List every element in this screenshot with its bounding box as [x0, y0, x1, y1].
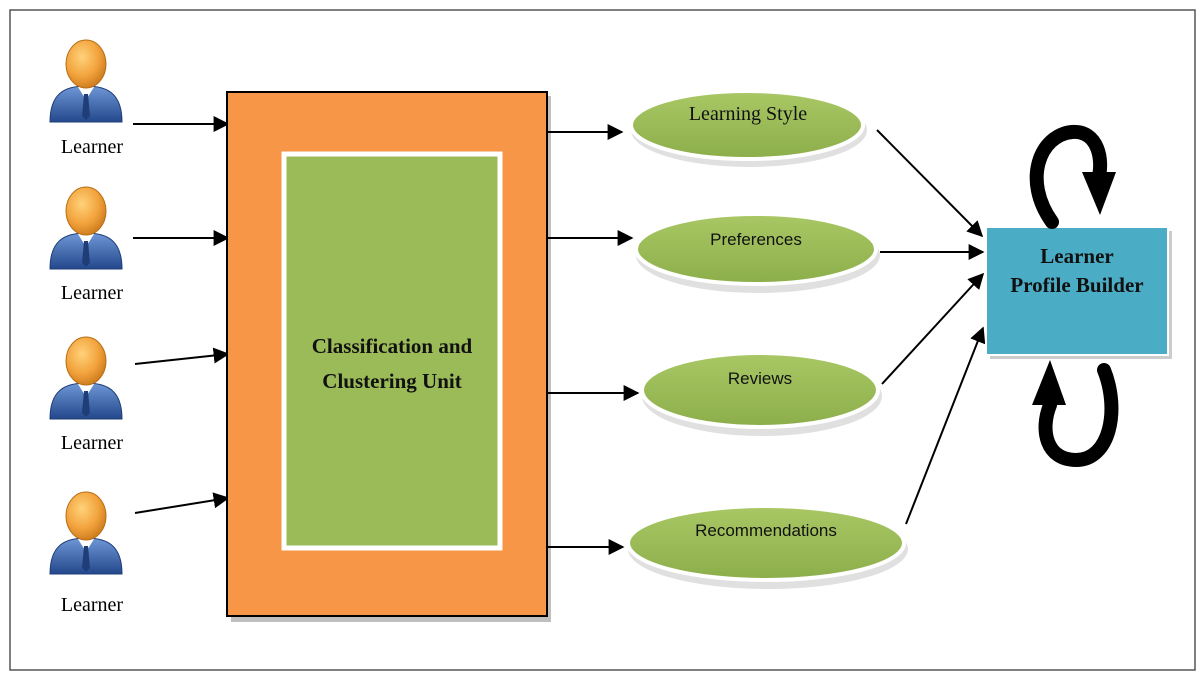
learner-2: Learner	[49, 186, 124, 304]
learner-3: Learner	[49, 336, 124, 454]
learner-person-icon	[49, 39, 123, 123]
builder-label-line2: Profile Builder	[1010, 273, 1143, 297]
arrow-learning-style-to-builder	[876, 129, 984, 238]
profile-builder-box	[985, 226, 1169, 356]
output-label: Recommendations	[695, 521, 837, 540]
unit-label-line2: Clustering Unit	[322, 369, 461, 393]
learner-label: Learner	[61, 282, 124, 304]
learner-1: Learner	[49, 39, 124, 158]
figure-frame	[9, 9, 1196, 671]
arrow-learner4-to-unit	[134, 492, 230, 514]
output-recommendations: Recommendations	[626, 504, 908, 589]
output-learning-style: Learning Style	[629, 89, 867, 167]
learner-label: Learner	[61, 136, 124, 158]
circular-arrow-icon	[1029, 125, 1116, 229]
classification-unit-inner-box	[281, 151, 503, 551]
arrow-learner3-to-unit	[134, 347, 230, 365]
learner-label: Learner	[61, 432, 124, 454]
arrow-reviews-to-builder	[881, 272, 985, 385]
circular-arrow-icon	[1032, 360, 1119, 468]
learner-person-icon	[49, 491, 123, 575]
builder-label-line1: Learner	[1040, 244, 1113, 268]
output-label: Learning Style	[689, 103, 807, 125]
learner-label: Learner	[61, 594, 124, 616]
output-label: Preferences	[710, 230, 802, 249]
learner-4: Learner	[49, 491, 124, 616]
output-reviews: Reviews	[640, 351, 882, 436]
output-preferences: Preferences	[634, 212, 880, 293]
learner-person-icon	[49, 336, 123, 420]
output-label: Reviews	[728, 369, 792, 388]
learner-person-icon	[49, 186, 123, 270]
unit-label-line1: Classification and	[312, 334, 473, 358]
arrow-recommendations-to-builder	[905, 326, 986, 525]
